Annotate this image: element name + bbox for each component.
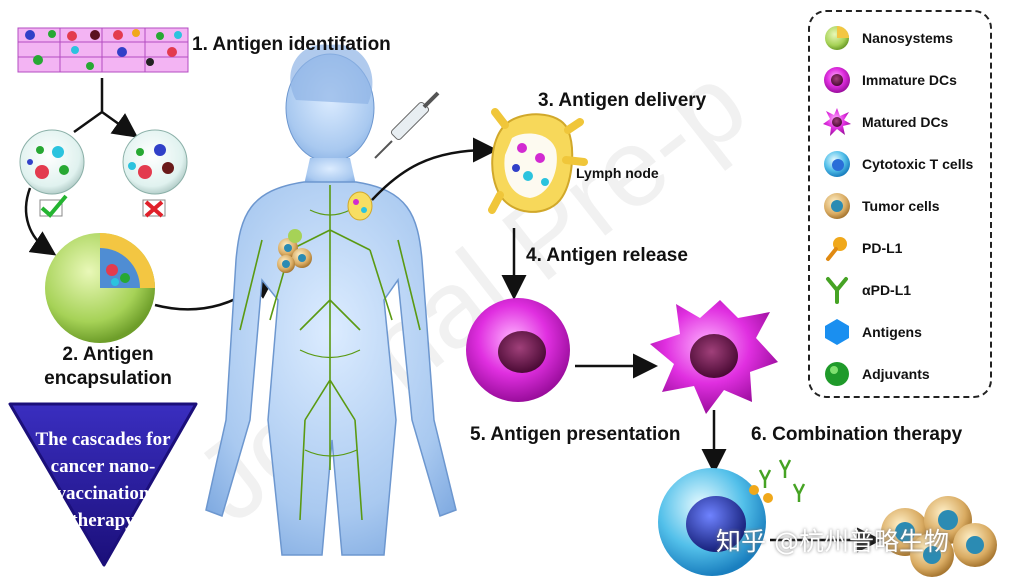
step-6-label: 6. Combination therapy	[751, 424, 963, 445]
matured-dc-cell	[650, 300, 778, 414]
t-cell	[658, 459, 806, 576]
lymph-node	[488, 108, 588, 214]
legend: Nanosystems Immature DCs Matured DCs Cyt…	[808, 10, 992, 398]
pdl1-icon	[826, 237, 847, 261]
legend-item-nanosystems: Nanosystems	[822, 20, 953, 56]
tumor-cell-icon	[824, 193, 850, 219]
legend-label: Adjuvants	[862, 366, 930, 382]
legend-label: αPD-L1	[862, 282, 912, 298]
antibody-icon	[826, 277, 848, 304]
lymph-node-in-body	[347, 191, 373, 221]
legend-item-immature-dcs: Immature DCs	[822, 62, 957, 98]
step-2-line-2: encapsulation	[44, 368, 172, 389]
t-cell-icon	[824, 151, 850, 177]
legend-label: Cytotoxic T cells	[862, 156, 974, 172]
immature-dc-cell	[466, 298, 570, 402]
matured-dc-icon	[823, 108, 851, 136]
triangle-line-3: vaccination	[56, 483, 150, 504]
legend-label: Matured DCs	[862, 114, 949, 130]
legend-label: Tumor cells	[862, 198, 940, 214]
selected-antigens	[19, 129, 85, 218]
legend-label: Antigens	[862, 324, 922, 340]
human-body	[205, 44, 457, 556]
cascade-triangle-text: The cascades for cancer nano- vaccinatio…	[14, 426, 192, 534]
triangle-line-2: cancer nano-	[50, 456, 156, 477]
step-1-label: 1. Antigen identifation	[192, 34, 391, 55]
tumor-cluster	[881, 496, 997, 577]
triangle-line-1: The cascades for	[35, 429, 171, 450]
step-3-label: 3. Antigen delivery	[538, 90, 707, 111]
legend-item-tumor-cells: Tumor cells	[822, 188, 940, 224]
step-4-label: 4. Antigen release	[526, 245, 688, 266]
cascade-triangle	[8, 402, 198, 567]
legend-item-antibody: αPD-L1	[822, 272, 911, 308]
legend-item-antigens: Antigens	[822, 314, 922, 350]
syringe	[374, 91, 440, 159]
nanosystem-icon	[825, 26, 849, 50]
legend-item-t-cells: Cytotoxic T cells	[822, 146, 973, 182]
step-2-line-1: 2. Antigen	[62, 344, 154, 365]
legend-label: PD-L1	[862, 240, 903, 256]
step-5-label: 5. Antigen presentation	[470, 424, 681, 445]
legend-label: Nanosystems	[862, 30, 954, 46]
legend-label: Immature DCs	[862, 72, 957, 88]
step-2-label: 2. Antigen encapsulation	[28, 343, 188, 391]
antigen-icon	[825, 319, 849, 345]
nanosystem-sphere	[45, 233, 155, 343]
immature-dc-icon	[824, 67, 850, 93]
legend-item-matured-dcs: Matured DCs	[822, 104, 948, 140]
triangle-line-4: therapy	[71, 510, 135, 531]
legend-item-adjuvants: Adjuvants	[822, 356, 930, 392]
adjuvant-icon	[825, 362, 849, 386]
zhihu-watermark: 知乎 @杭州普略生物	[716, 527, 949, 556]
lymph-node-label: Lymph node	[576, 165, 659, 181]
antigen-grid	[17, 27, 189, 73]
legend-item-pdl1: PD-L1	[822, 230, 902, 266]
tumor-in-body	[277, 229, 312, 273]
rejected-antigens	[122, 129, 188, 218]
